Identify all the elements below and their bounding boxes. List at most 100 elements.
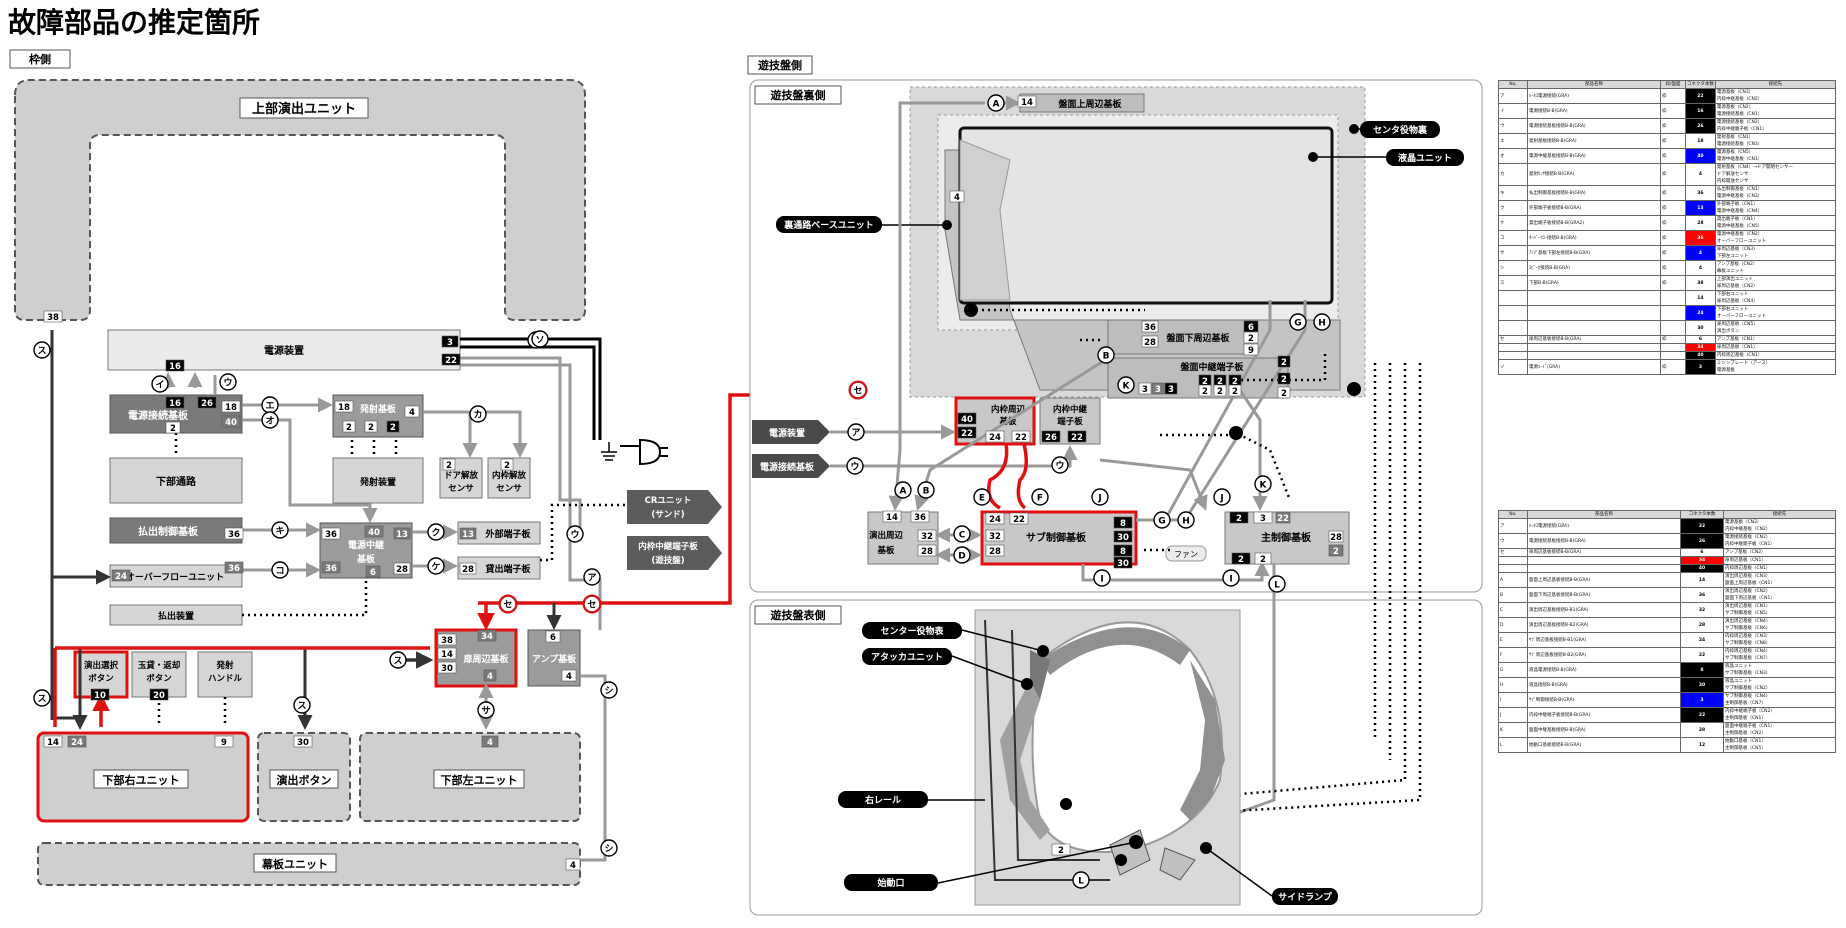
pin-count: 2 [1281,358,1287,368]
pin-box [404,405,420,418]
dest-cell: 下部右ユニット扉周辺基板（CN4） [1714,290,1837,306]
dest-line: 電源接続基板（CN2） [1725,535,1771,540]
pin-box [393,562,411,575]
table-cell [1660,305,1686,321]
pin-box [1328,530,1344,543]
cr-unit [627,490,722,524]
wire-letter: J [1097,494,1101,504]
wire-letter: カ [473,410,482,421]
t2-col-pin: コネクタ本数 [1680,510,1724,519]
wire-letter-badge [427,557,445,575]
pin-count: 18 [225,403,237,413]
table-cell: 液晶接続B-B(GRA) [1527,677,1681,693]
table-cell: ウ [1498,118,1528,134]
pin-box [1017,95,1037,108]
table-cell: 電源接続B-B(GRA) [1527,103,1661,119]
pin-box [293,735,313,748]
table-cell: 下部B-B(GRA) [1527,275,1661,291]
wire-letter: ウ [850,462,859,473]
dest-line: 扉周辺基板（CN5） [1716,322,1758,327]
dest-cell: 電源接続基板（CN2）内枠中継端子板（CN1） [1723,533,1836,549]
pin-cell: 26 [1680,533,1724,549]
dest-line: オーバーフローユニット [1716,239,1767,244]
wire-letter: セ [587,600,596,611]
pin-box [1277,355,1291,368]
dest-line: サブ制御基板（CN8） [1725,641,1771,646]
table-cell: F [1498,647,1528,663]
pin-count: 2 [446,461,452,471]
pin-count: 2 [1238,555,1244,565]
table-cell: A [1498,572,1528,588]
pin-count: 36 [325,530,337,540]
pin-cell: 22 [1680,647,1724,663]
pin-count: 28 [1330,533,1342,543]
svg-text:演出周辺: 演出周辺 [869,530,904,541]
wire-letter-badge [917,481,935,499]
dest-line: 電源中継基板（CN1） [1716,157,1763,162]
dest-cell: ミシンプレート（アース）電源基板 [1714,359,1837,375]
wire-letter: G [1158,517,1165,527]
svg-text:電源装置: 電源装置 [769,427,805,439]
pin-box [1138,382,1152,395]
wire-letter-badge [846,457,864,475]
pin-box [393,527,411,540]
lower-passage [109,457,243,504]
pin-count: 22 [1013,515,1025,525]
dest-cell: 演出周辺基板（CN1）サブ制御基板（CN5） [1723,602,1836,618]
dest-line: 外部端子板（CN1） [1716,202,1758,207]
pin-count: 36 [914,513,926,523]
table-cell [1527,320,1661,336]
dest-line: 内枠開放センサ [1716,179,1749,184]
pin-box [459,562,477,575]
table-cell: イ [1498,103,1528,119]
top-unit-label: 上部演出ユニット [252,101,356,117]
wire-letter: ス [37,694,46,705]
wire-letter-badge [566,525,584,543]
table-cell: 枠 [1660,133,1686,149]
t1-col-no: No. [1498,80,1528,89]
dest-line: 上部演出ユニット [1716,277,1753,282]
table-cell: ｻﾌﾞ制御接続B-B(GRA) [1527,692,1681,708]
pin-count: 2 [1202,387,1208,397]
pin-box [949,190,965,203]
svg-text:電源装置: 電源装置 [264,344,304,357]
pin-count: 30 [1117,559,1129,569]
wire-letter: L [1078,877,1084,887]
table-cell [1498,305,1528,321]
pin-count: 16 [169,399,181,409]
wire-letter: イ [155,380,164,391]
wire-letter: ウ [223,378,232,389]
pin-count: 3 [1142,385,1148,395]
pin-count: 22 [1277,514,1289,524]
pin-count: 4 [566,672,572,682]
pin-box [364,420,378,433]
table-cell: 電源接続基板接続B-B(GRA) [1527,118,1661,134]
wire-letter: D [958,552,965,562]
wire-letter-badge [987,94,1005,112]
table-cell: C [1498,602,1528,618]
table-cell: 演出周辺基板接続B-B1(GRA) [1527,602,1681,618]
t2-col-dest: 接続先 [1723,510,1836,519]
pin-box [321,561,341,574]
pin-cell: 24 [1685,305,1716,321]
dest-line: サブ制御基板（CN4） [1725,694,1771,699]
wire-letter-badge [261,411,279,429]
pin-cell: 3 [1680,692,1724,708]
pin-box [441,353,461,366]
svg-text:センサ: センサ [448,484,474,494]
pin-box [365,565,381,578]
wire-letter: ソ [535,335,544,346]
wire-letter: ケ [431,562,440,573]
pin-count: 20 [153,691,165,701]
table-cell: 枠 [1660,275,1686,291]
dest-cell: アンプ基板（CN2） [1723,548,1836,557]
pin-count: 2 [1217,387,1223,397]
dest-line: サブ制御基板（CN3） [1725,671,1771,676]
pin-box [1113,516,1133,529]
